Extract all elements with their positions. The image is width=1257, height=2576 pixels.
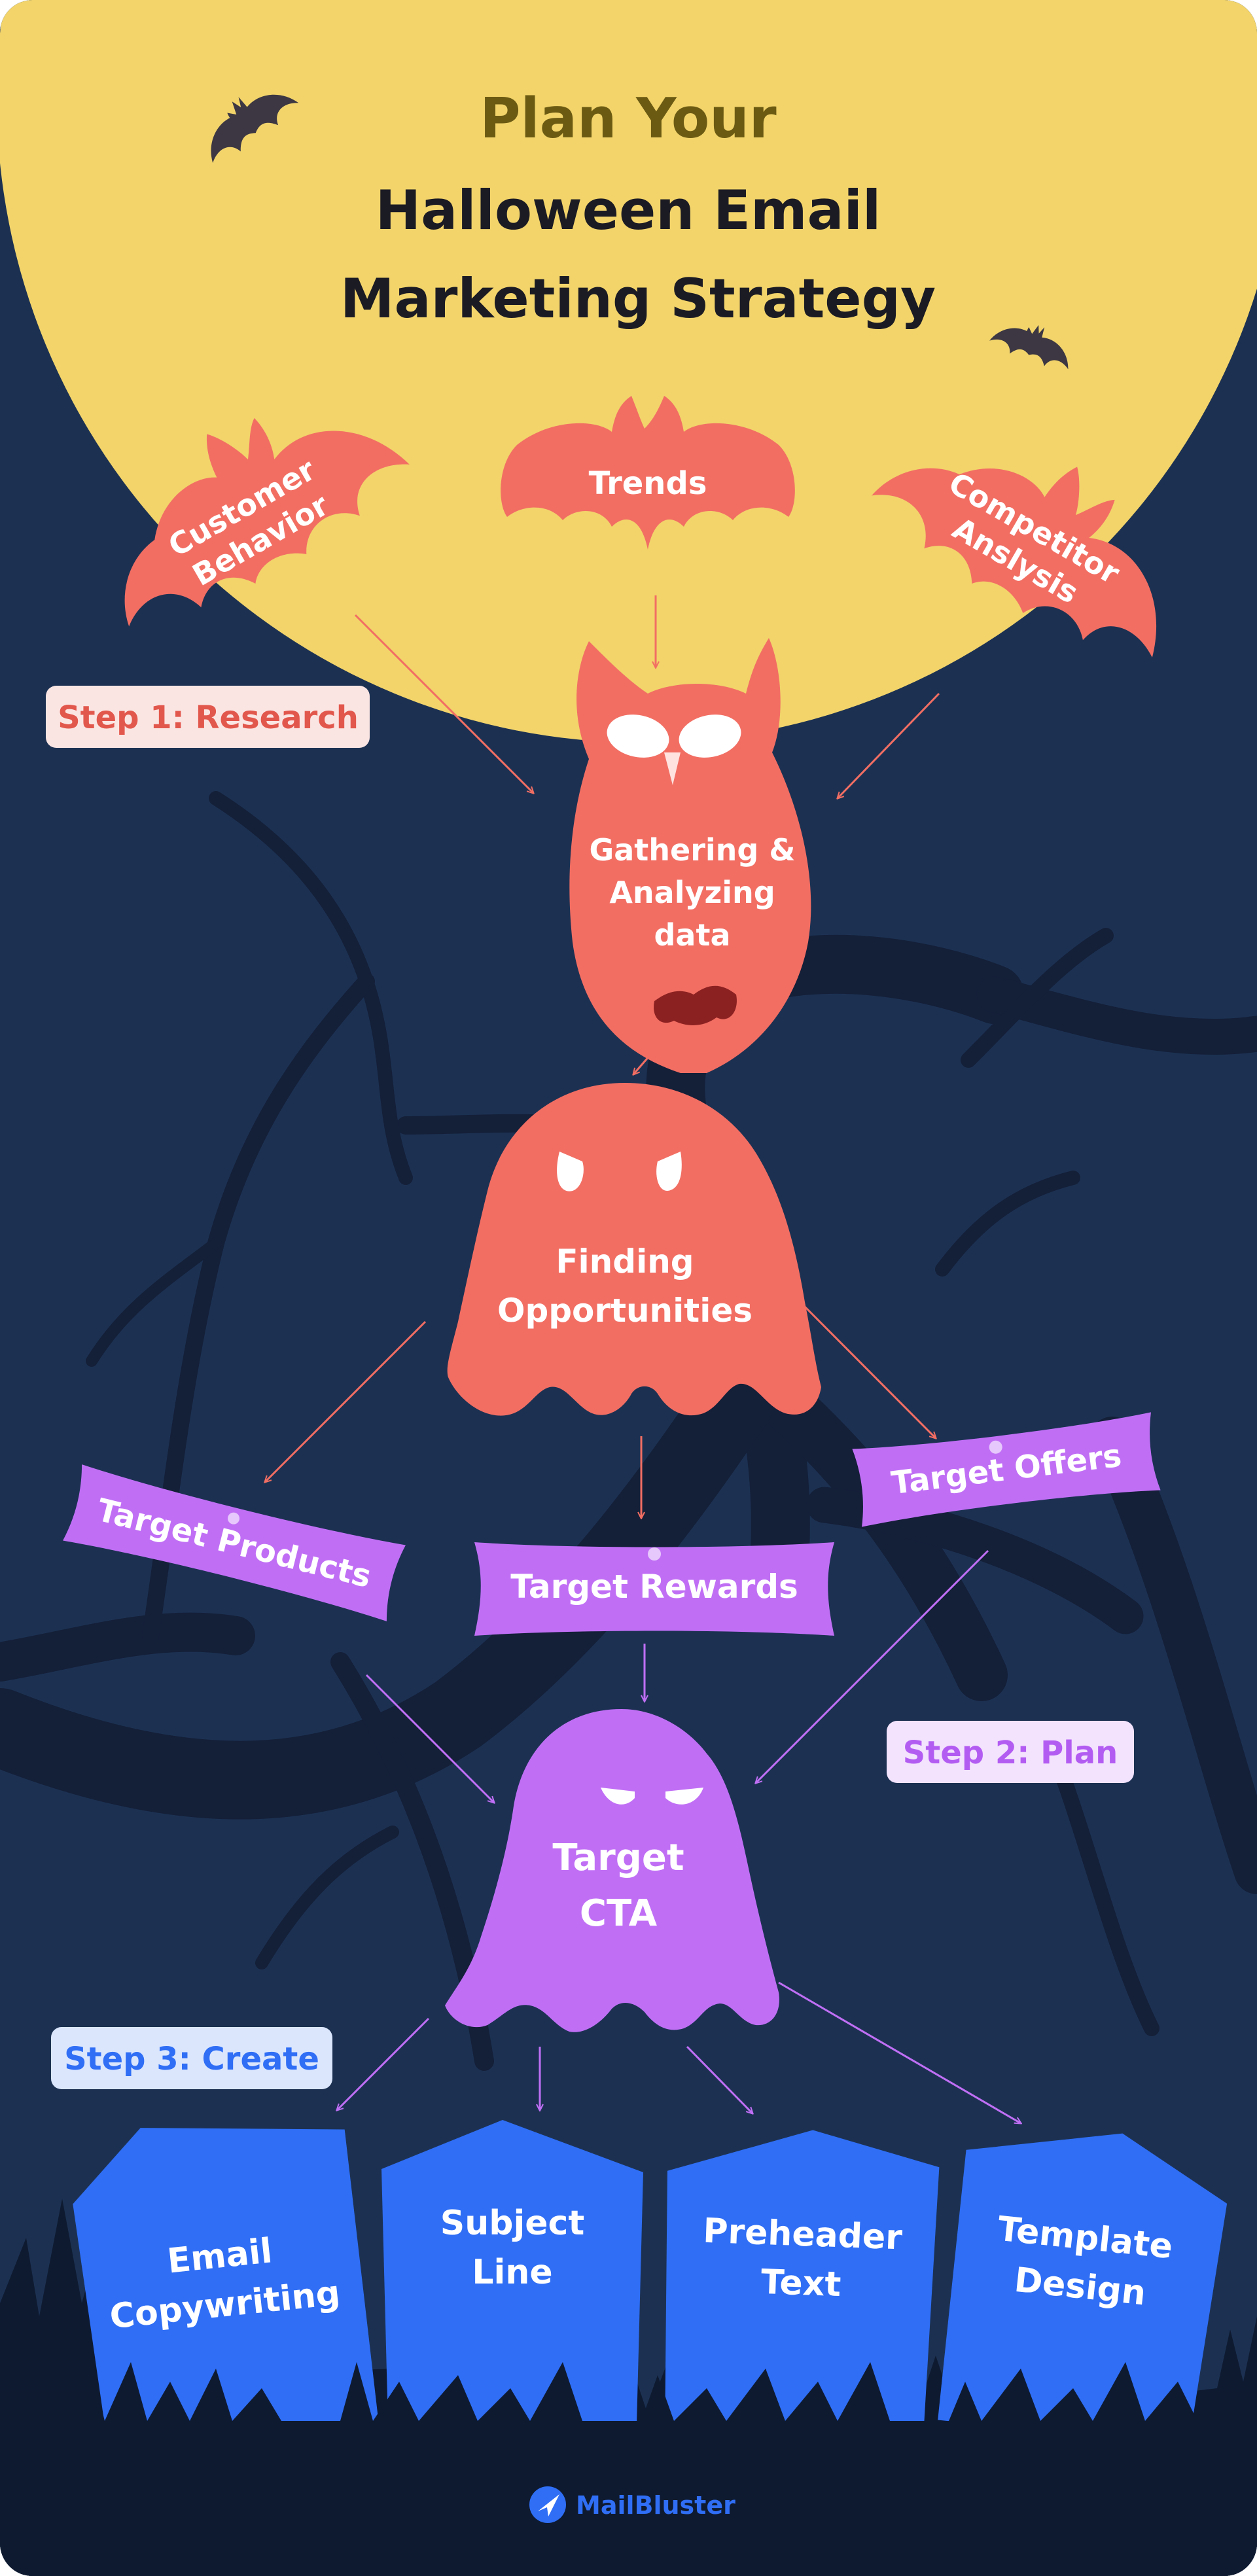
step-2-label: Step 2: Plan <box>903 1735 1118 1771</box>
owl-feet <box>654 985 737 1025</box>
owl-label-line-3: data <box>654 917 731 953</box>
paper-plane-icon <box>538 2494 559 2516</box>
tombstone-template-design: Template Design <box>938 2133 1228 2446</box>
title: Plan Your Halloween Email Marketing Stra… <box>340 86 936 330</box>
ghost-finding-opportunities: Finding Opportunities <box>447 1083 821 1416</box>
step-1-label: Step 1: Research <box>58 699 359 736</box>
tombstone-label-line-2: Line <box>472 2253 552 2292</box>
tombstone-label-line-1: Preheader <box>702 2212 903 2258</box>
tombstone-label-line-1: Subject <box>440 2204 584 2243</box>
small-bat-icon-right <box>989 325 1069 370</box>
banner-target-rewards: Target Rewards <box>474 1542 834 1636</box>
tombstone-preheader-text: Preheader Text <box>665 2130 940 2439</box>
step-2-badge: Step 2: Plan <box>887 1721 1134 1783</box>
title-line-3: Marketing Strategy <box>340 267 936 330</box>
foreground-grass <box>0 2362 1257 2576</box>
ghost-label-line-2: CTA <box>580 1892 658 1935</box>
brand-footer: MailBluster <box>529 2486 735 2523</box>
owl: Gathering & Analyzing data <box>569 638 811 1073</box>
ghost-label-line-2: Opportunities <box>497 1292 752 1330</box>
ghost-label-line-1: Target <box>552 1837 684 1879</box>
bat-competitor-analysis: Competitor Anslysis <box>872 465 1157 658</box>
small-bat-icon-left <box>211 94 299 164</box>
step-3-badge: Step 3: Create <box>51 2027 332 2089</box>
tombstone-subject-line: Subject Line <box>381 2120 643 2424</box>
bat-trends: Trends <box>501 396 795 550</box>
banner-target-offers: Target Offers <box>852 1412 1161 1527</box>
step-3-label: Step 3: Create <box>64 2041 319 2077</box>
step-1-badge: Step 1: Research <box>46 686 370 748</box>
title-line-2: Halloween Email <box>376 179 881 242</box>
bat-label: Trends <box>589 465 707 502</box>
owl-label-line-2: Analyzing <box>609 875 775 910</box>
brand-name: MailBluster <box>576 2491 735 2520</box>
tombstone-email-copywriting: Email Copywriting <box>73 2128 380 2457</box>
tombstone-label-line-2: Text <box>760 2263 841 2304</box>
ghost-label-line-1: Finding <box>556 1243 694 1280</box>
arrows <box>265 595 1021 2123</box>
moon <box>0 0 1257 743</box>
title-line-1: Plan Your <box>480 86 777 151</box>
owl-label-line-1: Gathering & <box>590 832 796 868</box>
banner-label: Target Rewards <box>510 1568 798 1606</box>
ghost-target-cta: Target CTA <box>445 1709 779 2032</box>
